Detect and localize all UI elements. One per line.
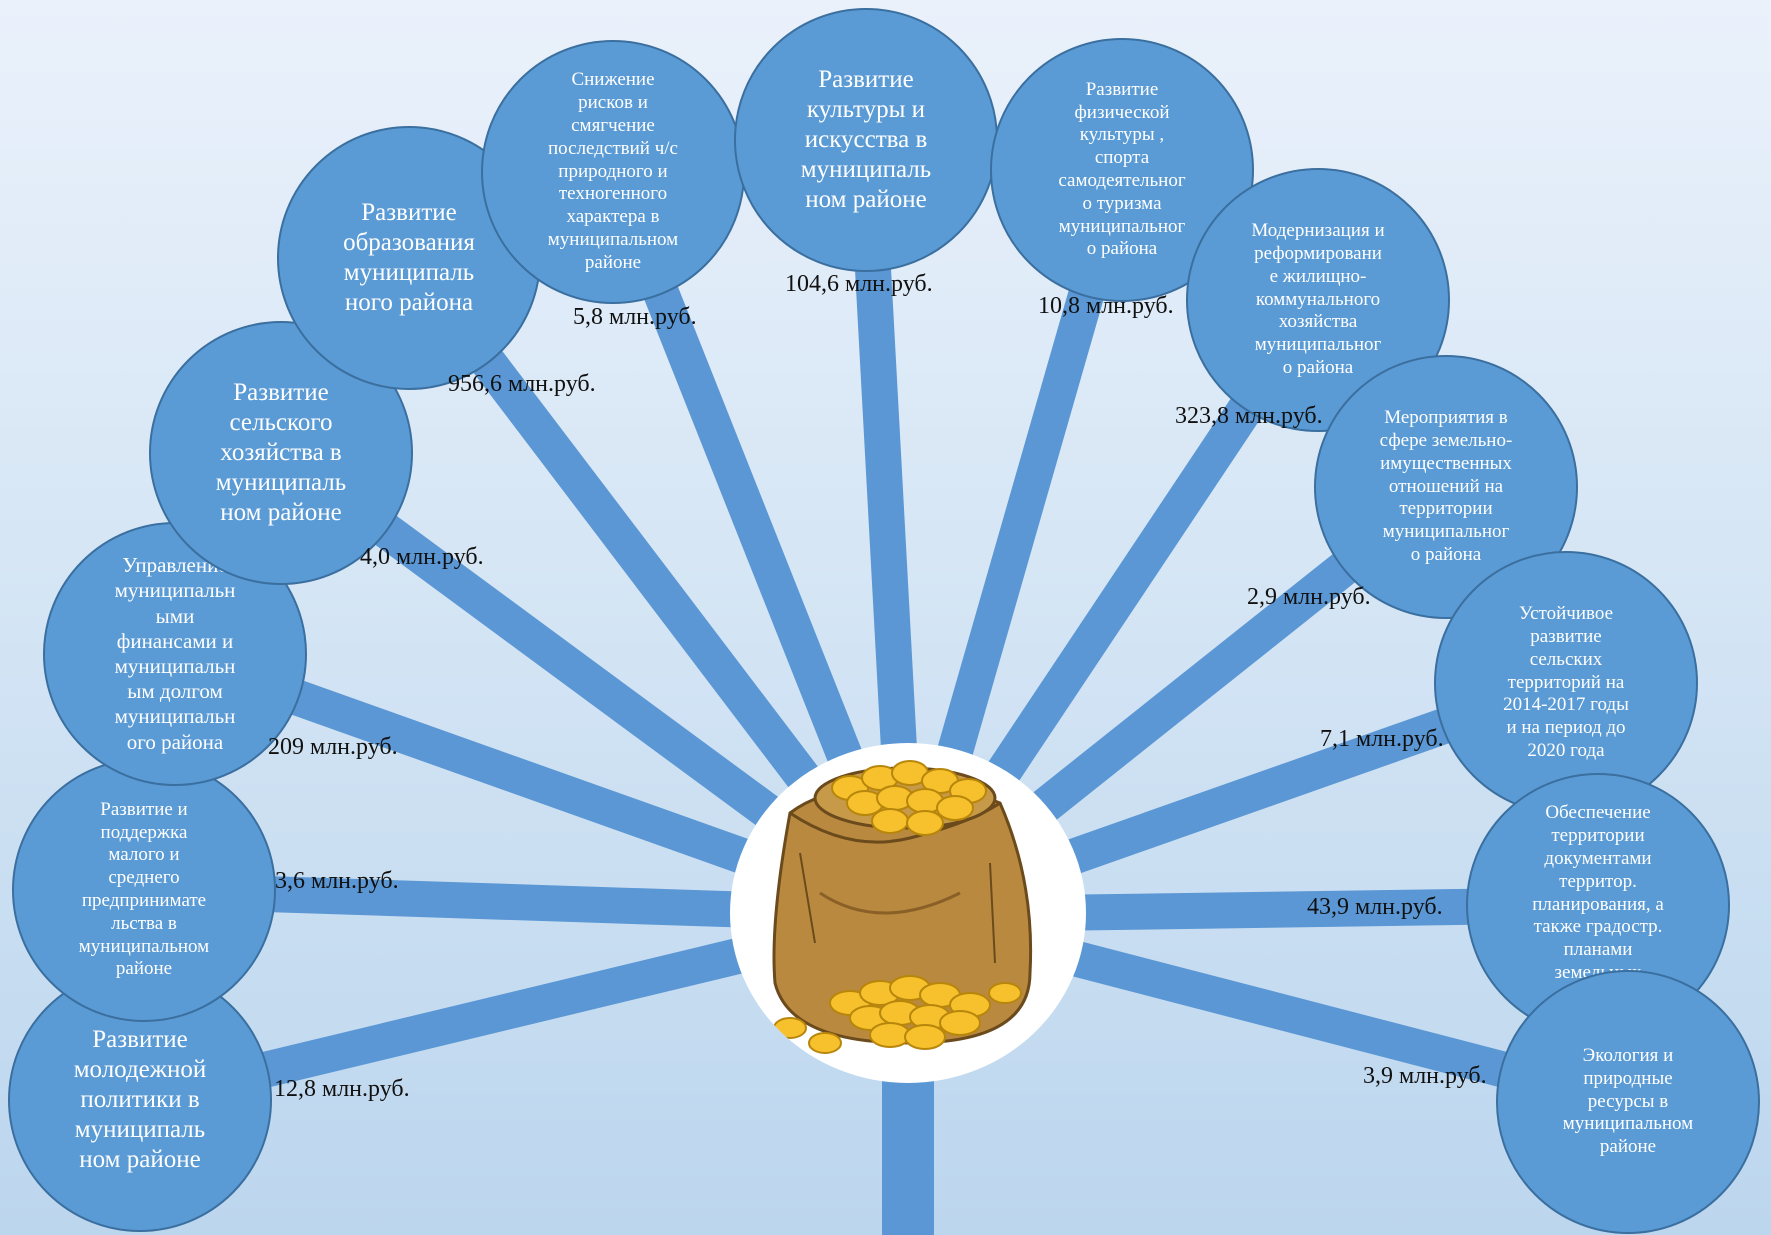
amount-label-housing: 323,8 млн.руб.: [1175, 403, 1323, 429]
amount-label-culture: 104,6 млн.руб.: [785, 271, 933, 297]
money-bag-hub: [730, 743, 1086, 1083]
amount-label-finance: 209 млн.руб.: [268, 734, 398, 760]
amount-label-sport: 10,8 млн.руб.: [1038, 293, 1174, 319]
amount-label-emergency: 5,8 млн.руб.: [573, 304, 697, 330]
money-bag-icon: [772, 760, 1033, 1054]
amount-label-ecology: 3,9 млн.руб.: [1363, 1063, 1487, 1089]
amount-label-youth: 12,8 млн.руб.: [274, 1076, 410, 1102]
amount-label-planning: 43,9 млн.руб.: [1307, 894, 1443, 920]
amount-label-agriculture: 4,0 млн.руб.: [360, 544, 484, 570]
amount-label-rural: 7,1 млн.руб.: [1320, 726, 1444, 752]
amount-label-land-property: 2,9 млн.руб.: [1247, 584, 1371, 610]
amount-label-education: 956,6 млн.руб.: [448, 371, 596, 397]
amount-label-small-business: 3,6 млн.руб.: [275, 868, 399, 894]
